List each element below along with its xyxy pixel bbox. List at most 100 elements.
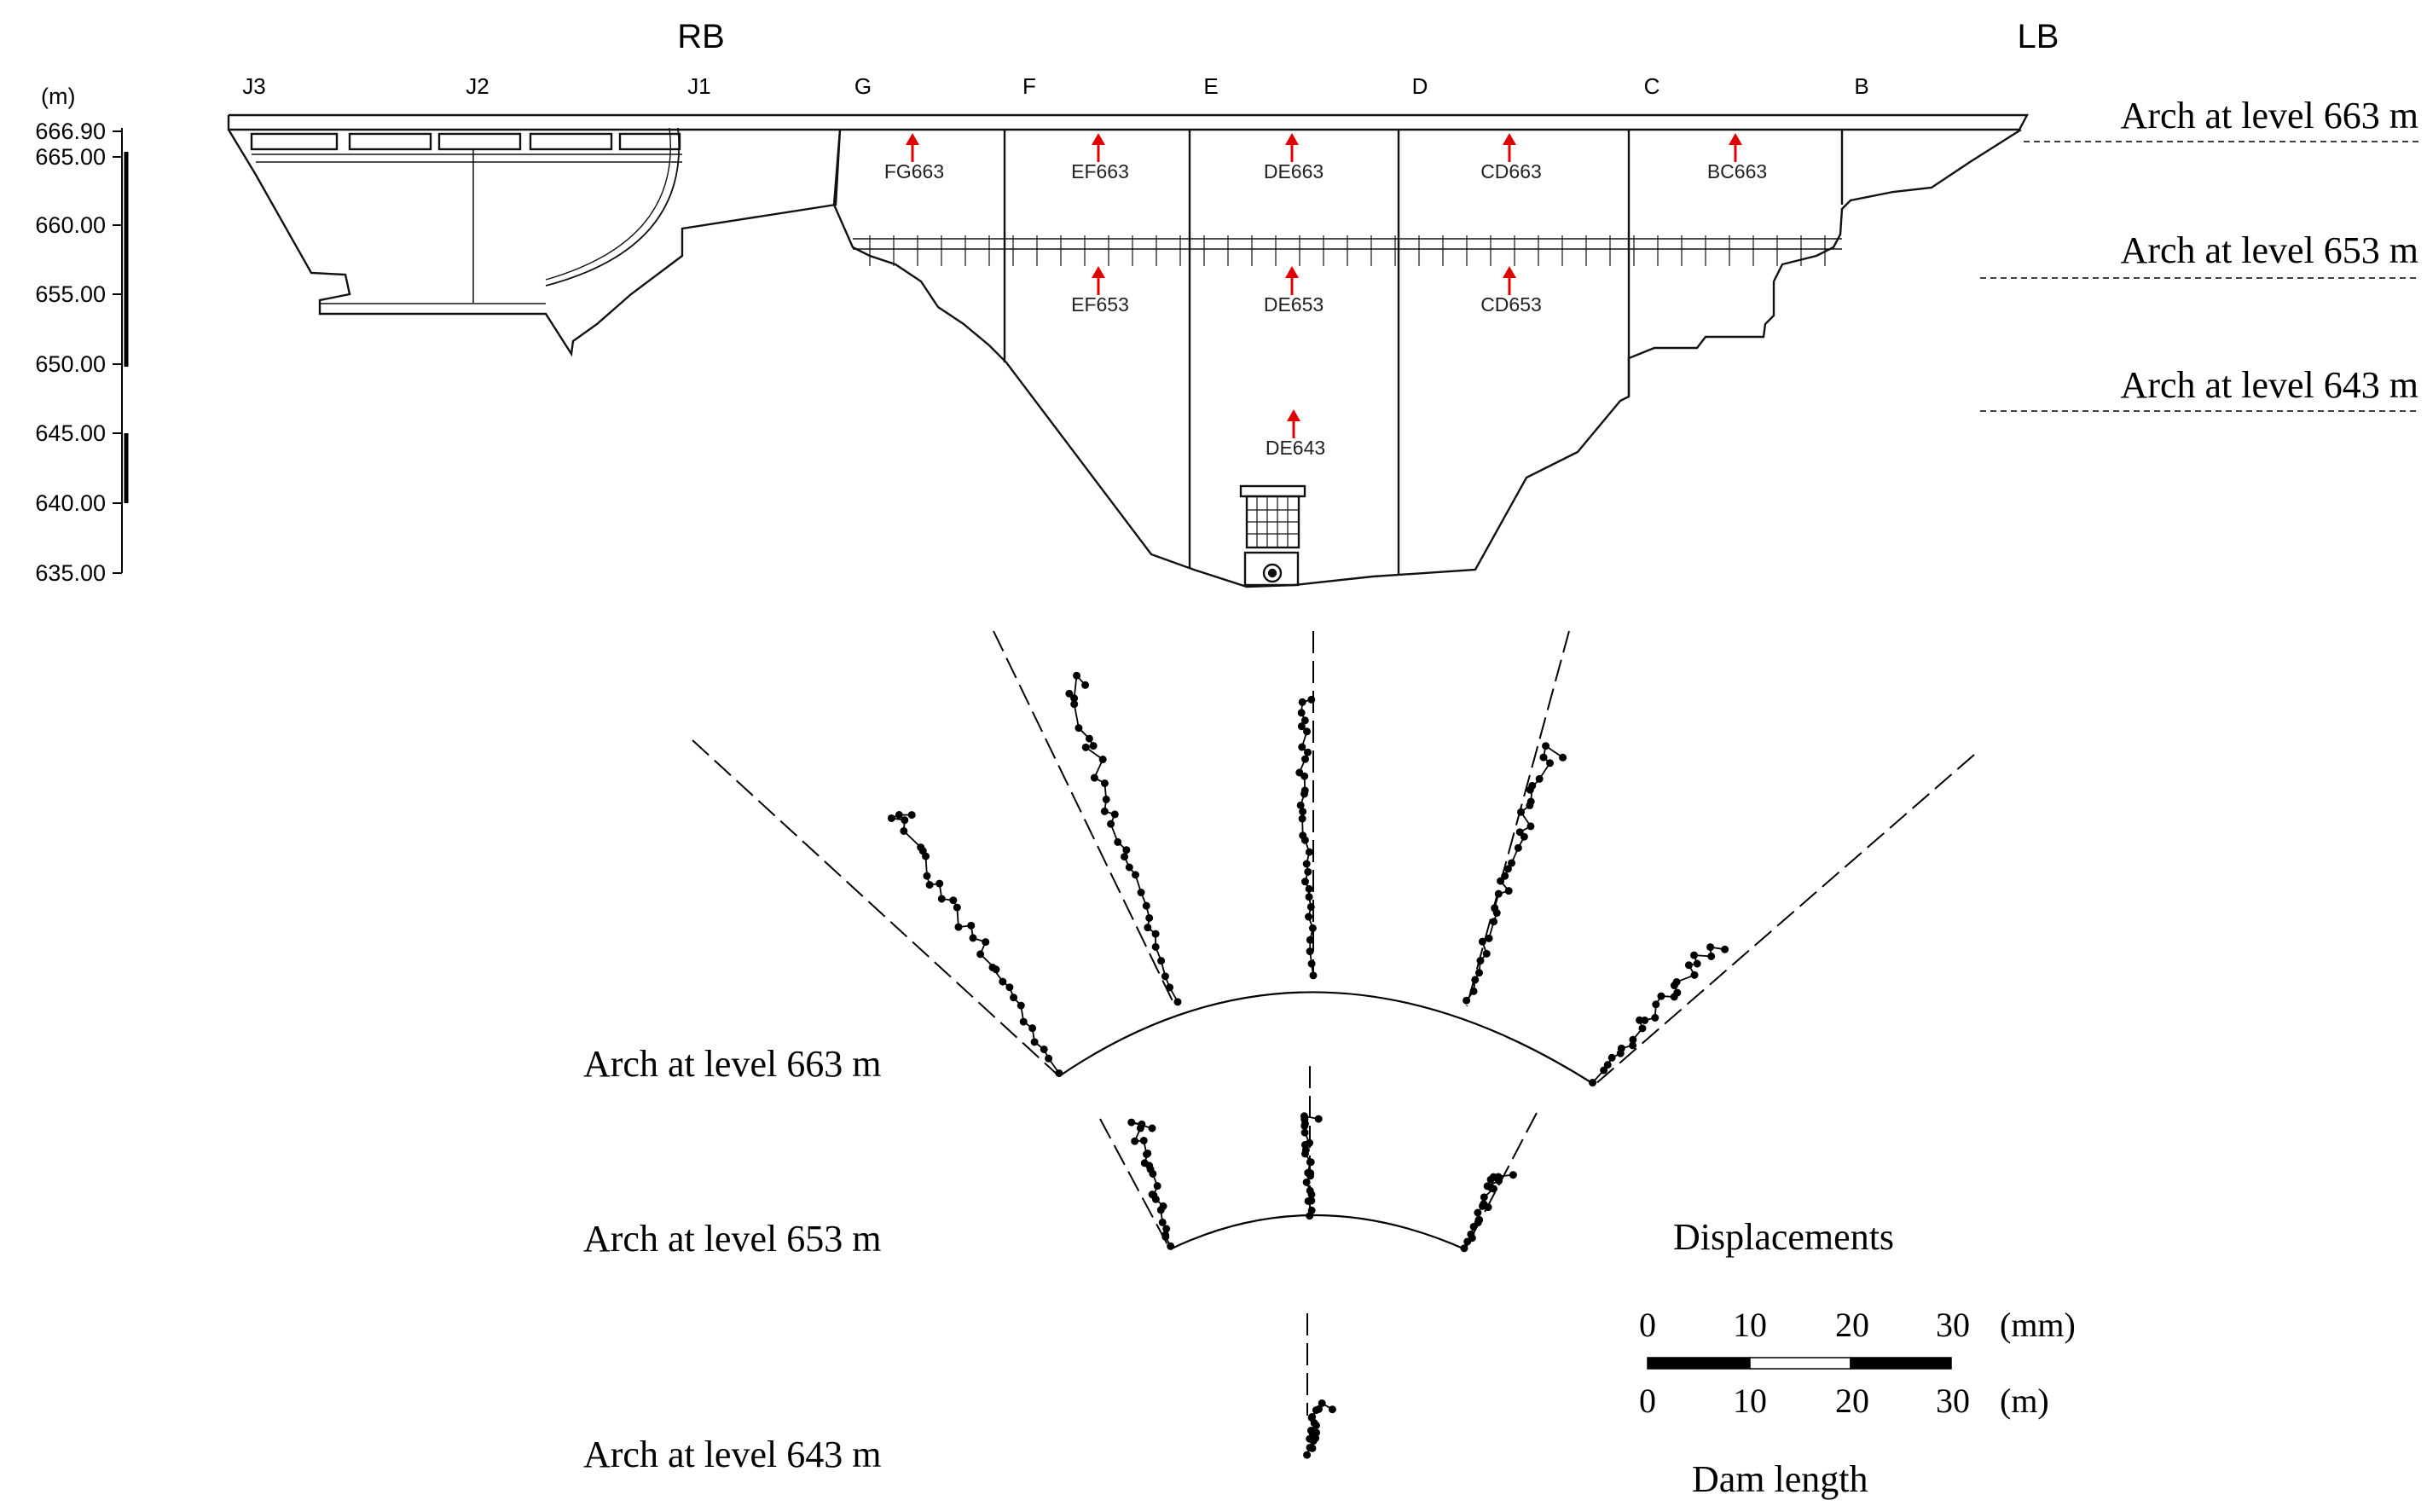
- trace-point: [1306, 1426, 1315, 1434]
- trace-point: [1672, 977, 1681, 986]
- pendulum-label: BC663: [1707, 160, 1767, 182]
- trace-point: [1302, 860, 1311, 868]
- level-label-653: Arch at level 653 m: [2121, 229, 2418, 271]
- trace-point: [1690, 951, 1699, 959]
- trace-point: [1159, 1202, 1167, 1210]
- pendulum-label: DE643: [1266, 437, 1325, 459]
- displacement-trace: [1065, 671, 1182, 1006]
- trace-point: [1515, 828, 1524, 837]
- trace-point: [1100, 779, 1109, 787]
- trace-point: [1300, 772, 1309, 780]
- trace-point: [967, 921, 976, 930]
- displacement-trace: [1463, 742, 1567, 1005]
- trace-point: [1040, 1045, 1048, 1053]
- trace-point: [1028, 1024, 1037, 1033]
- trace-point: [1010, 994, 1018, 1002]
- trace-point: [1045, 1054, 1053, 1063]
- trace-point: [1489, 1173, 1497, 1181]
- trace-point: [1138, 1120, 1146, 1128]
- pendulum-de643: DE643: [1266, 409, 1325, 459]
- trace-point: [1307, 695, 1316, 704]
- trace-point: [1110, 810, 1119, 819]
- trace-point: [917, 843, 925, 852]
- trace-point: [1480, 1200, 1488, 1208]
- trace-point: [1298, 743, 1306, 751]
- displacement-trace: [887, 811, 1063, 1077]
- trace-point: [1102, 795, 1110, 803]
- trace-point: [1641, 1016, 1649, 1024]
- plan-view: [692, 630, 1975, 1459]
- radial-axis: [1099, 1118, 1171, 1250]
- outlet-tower: [1239, 484, 1306, 498]
- trace-point: [1125, 863, 1133, 872]
- trace-point: [1690, 970, 1699, 979]
- trace-point: [1100, 807, 1109, 815]
- pendulum-de663: DE663: [1264, 133, 1324, 182]
- level-label-663: Arch at level 663 m: [2121, 95, 2418, 136]
- joint-label: B: [1854, 73, 1868, 99]
- joint-label: J2: [466, 73, 489, 99]
- pendulum-label: FG663: [884, 160, 944, 182]
- trace-point: [1297, 722, 1306, 731]
- trace-point: [1491, 904, 1499, 912]
- elevation-tick-label: 650.00: [35, 351, 106, 377]
- trace-point: [1300, 878, 1309, 886]
- trace-point: [1305, 912, 1313, 921]
- pendulum-de653: DE653: [1264, 266, 1324, 316]
- scale-segment: [1850, 1357, 1952, 1370]
- displacement-trace: [1127, 1118, 1175, 1250]
- trace-point: [1308, 924, 1317, 932]
- trace-point: [1706, 943, 1715, 952]
- trace-point: [1308, 1444, 1317, 1452]
- trace-point: [1526, 797, 1535, 806]
- trace-point: [1139, 1136, 1148, 1144]
- trace-point: [1107, 820, 1115, 828]
- scale-unit-mm: (mm): [2000, 1306, 2076, 1344]
- pendulum-cd653: CD653: [1480, 266, 1542, 316]
- radial-axis: [1466, 630, 1570, 1007]
- scale-caption: Dam length: [1692, 1458, 1868, 1500]
- trace-point: [1559, 753, 1567, 762]
- trace-point: [1030, 1038, 1039, 1046]
- trace-point: [1303, 727, 1312, 736]
- displacement-trace: [1300, 1112, 1323, 1220]
- plan-label-643: Arch at level 643 m: [583, 1434, 881, 1475]
- trace-point: [1497, 877, 1505, 885]
- displacement-traces: [887, 671, 1729, 1459]
- trace-point: [1526, 785, 1534, 794]
- trace-point: [1483, 1182, 1492, 1190]
- right-bank-label: RB: [677, 18, 725, 55]
- trace-point: [1517, 808, 1526, 816]
- trace-point: [1307, 1206, 1316, 1214]
- scale-tick-m: 20: [1835, 1382, 1869, 1420]
- trace-point: [1298, 698, 1306, 706]
- pendulum-cd663: CD663: [1480, 133, 1542, 182]
- trace-point: [935, 879, 944, 888]
- trace-point: [1306, 1158, 1315, 1167]
- elevation-ticks: 666.90665.00660.00655.00650.00645.00640.…: [35, 119, 122, 586]
- pendulum-fg663: FG663: [884, 133, 944, 182]
- trace-point: [1121, 853, 1129, 861]
- spillway-curve: [545, 127, 680, 287]
- scale-unit-m: (m): [2000, 1382, 2049, 1420]
- pendulum-bc663: BC663: [1707, 133, 1767, 182]
- trace-point: [1306, 1138, 1314, 1147]
- trace-point: [923, 872, 931, 880]
- trace-point: [1305, 884, 1313, 893]
- trace-point: [1509, 1171, 1517, 1179]
- trace-point: [1299, 831, 1307, 840]
- trace-point: [1017, 1001, 1025, 1010]
- pendulum-label: CD663: [1480, 160, 1542, 182]
- pendulum-label: EF653: [1071, 293, 1129, 316]
- trace-point: [949, 896, 958, 905]
- trace-point: [1132, 871, 1140, 879]
- spillway-bay: [529, 132, 613, 151]
- trace-point: [1514, 843, 1522, 852]
- trace-point: [1019, 1017, 1028, 1026]
- radial-axis: [993, 630, 1176, 1007]
- trace-point: [1600, 1066, 1608, 1075]
- trace-point: [1542, 742, 1550, 750]
- trace-point: [907, 811, 916, 820]
- level-label-643: Arch at level 643 m: [2121, 364, 2418, 406]
